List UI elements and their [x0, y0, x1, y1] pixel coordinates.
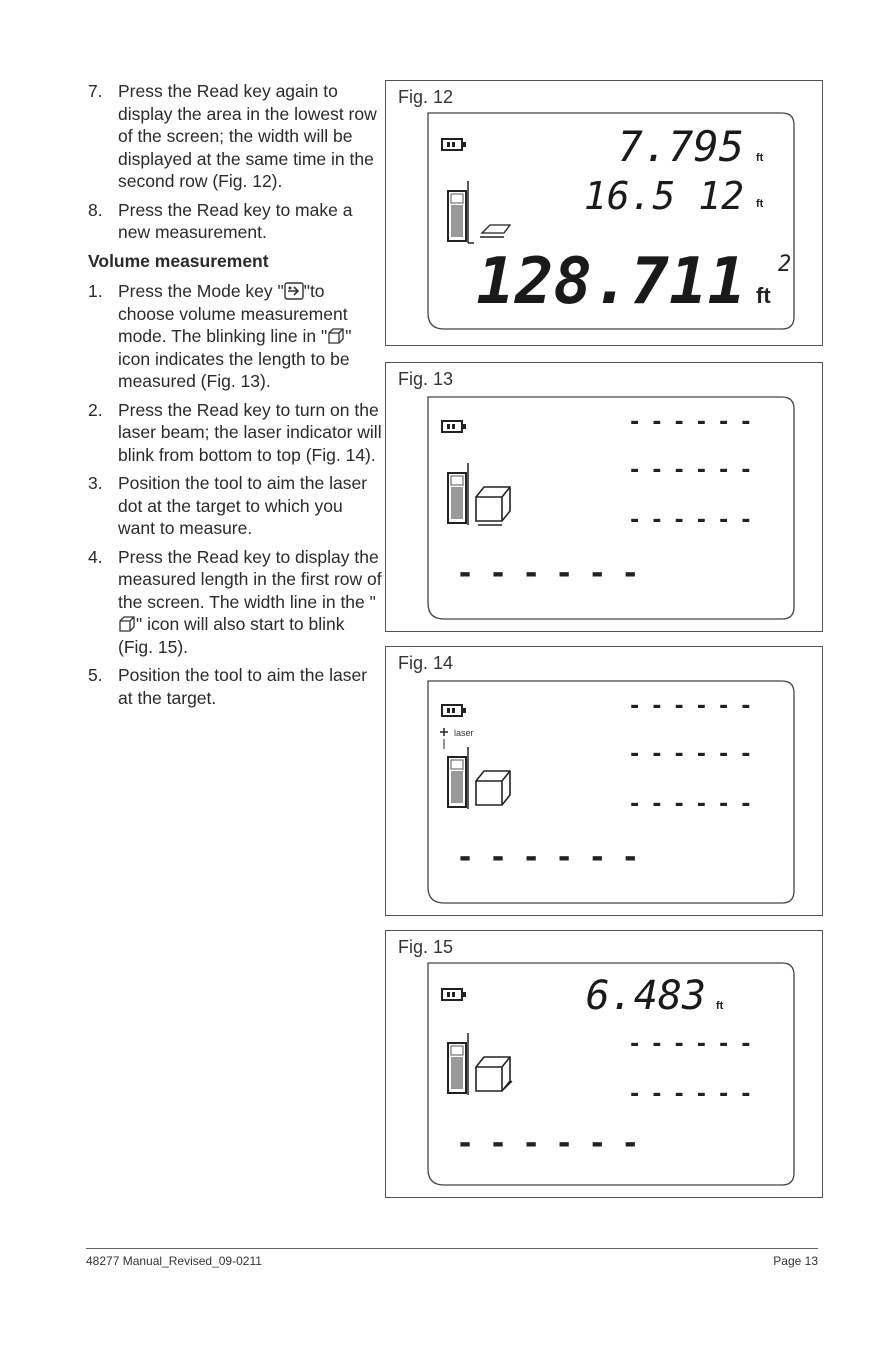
step-text: Position the tool to aim the laser dot a… — [118, 473, 368, 538]
row1-dashes: ------ — [628, 694, 761, 719]
step-number: 7. — [88, 81, 103, 101]
step-7: 7. Press the Read key again to display t… — [86, 80, 382, 193]
battery-icon — [441, 420, 466, 433]
step-text: Press the Read key to turn on the laser … — [118, 399, 382, 465]
volume-cube-icon — [119, 616, 135, 632]
step-text: Press the Read key again to display the … — [118, 81, 377, 191]
total-dashes: ------ — [456, 840, 654, 875]
area-steps: 7. Press the Read key again to display t… — [86, 80, 382, 244]
figure-15: 6.483 ft ------ ------ ------ Fig. 15 — [385, 930, 823, 1198]
figure-13: ------ ------ ------ ------ Fig. 13 — [385, 362, 823, 632]
instructions-column: 7. Press the Read key again to display t… — [86, 80, 382, 715]
row1-reading: 6.483 — [586, 973, 706, 1019]
device-level-icon — [447, 1033, 469, 1095]
figure-14: laser ------ ------ ------ ------ Fig. 1… — [385, 646, 823, 916]
footer-document-id: 48277 Manual_Revised_09-0211 — [86, 1254, 262, 1268]
row2-unit: ft — [756, 198, 764, 210]
figure-label: Fig. 12 — [398, 87, 454, 107]
volume-steps: 1. Press the Mode key ""to choose volume… — [86, 280, 382, 709]
battery-icon — [441, 988, 466, 1001]
row1-dashes: ------ — [628, 410, 761, 435]
lcd-display: 7.795 ft 16.5 12 ft 128.711 ft 2 — [427, 112, 795, 330]
step-text: Position the tool to aim the laser at th… — [118, 665, 368, 708]
laser-indicator-icon — [440, 728, 448, 749]
area-total-reading: 128.711 — [476, 245, 746, 319]
volume-cube-icon — [328, 328, 344, 344]
step-number: 5. — [88, 665, 103, 685]
row3-dashes: ------ — [628, 508, 761, 533]
mode-key-icon — [284, 282, 304, 300]
step-text: " icon indicates the length to be measur… — [118, 326, 352, 391]
row2-reading: 16.5 12 — [584, 174, 744, 218]
step-text: Press the Read key to make a new measure… — [118, 199, 353, 243]
step-8: 8. Press the Read key to make a new meas… — [86, 199, 382, 244]
row3-dashes: ------ — [628, 792, 761, 817]
volume-heading: Volume measurement — [88, 250, 269, 271]
row2-dashes: ------ — [628, 742, 761, 767]
step-number: 4. — [88, 546, 103, 567]
row2-dashes: ------ — [628, 1032, 761, 1057]
step-number: 2. — [88, 399, 103, 420]
row1-reading: 7.795 — [618, 122, 744, 171]
laser-label: laser — [454, 728, 474, 738]
lcd-display: 6.483 ft ------ ------ ------ — [427, 962, 795, 1186]
volume-step-4: 4. Press the Read key to display the mea… — [86, 546, 382, 659]
device-level-icon — [447, 463, 469, 525]
step-text: Press the Read key to display the measur… — [118, 546, 382, 612]
area-exponent: 2 — [778, 252, 791, 277]
step-text: Press the Mode key " — [118, 281, 284, 301]
step-number: 3. — [88, 473, 103, 493]
footer-page-number: Page 13 — [773, 1254, 818, 1268]
volume-step-3: 3. Position the tool to aim the laser do… — [86, 472, 382, 540]
volume-step-1: 1. Press the Mode key ""to choose volume… — [86, 280, 382, 393]
device-level-icon — [447, 181, 474, 244]
total-dashes: ------ — [456, 1126, 654, 1161]
step-text: " icon will also start to blink (Fig. 15… — [118, 614, 345, 657]
row1-unit: ft — [756, 152, 764, 164]
battery-icon — [441, 138, 466, 151]
device-level-icon — [447, 747, 469, 809]
area-total-unit: ft — [756, 283, 771, 308]
row2-dashes: ------ — [628, 458, 761, 483]
figure-12: 7.795 ft 16.5 12 ft 128.711 ft 2 Fig. 12 — [385, 80, 823, 346]
area-icon — [480, 224, 512, 238]
step-number: 1. — [88, 281, 103, 301]
figure-label: Fig. 14 — [398, 653, 454, 673]
row1-unit: ft — [716, 1000, 724, 1012]
lcd-display: ------ ------ ------ ------ — [427, 396, 795, 620]
footer-divider — [86, 1248, 818, 1249]
volume-step-5: 5. Position the tool to aim the laser at… — [86, 664, 382, 709]
volume-step-2: 2. Press the Read key to turn on the las… — [86, 399, 382, 467]
total-dashes: ------ — [456, 556, 654, 591]
figure-label: Fig. 15 — [398, 937, 454, 957]
lcd-display: laser ------ ------ ------ ------ — [427, 680, 795, 904]
volume-cube-icon — [475, 486, 511, 526]
row3-dashes: ------ — [628, 1082, 761, 1107]
volume-cube-icon — [475, 770, 511, 806]
battery-icon — [441, 704, 466, 717]
step-text: "to choose volume measurement mode. The … — [118, 281, 348, 346]
figure-label: Fig. 13 — [398, 369, 454, 389]
volume-cube-icon — [475, 1056, 513, 1092]
step-number: 8. — [88, 199, 103, 220]
